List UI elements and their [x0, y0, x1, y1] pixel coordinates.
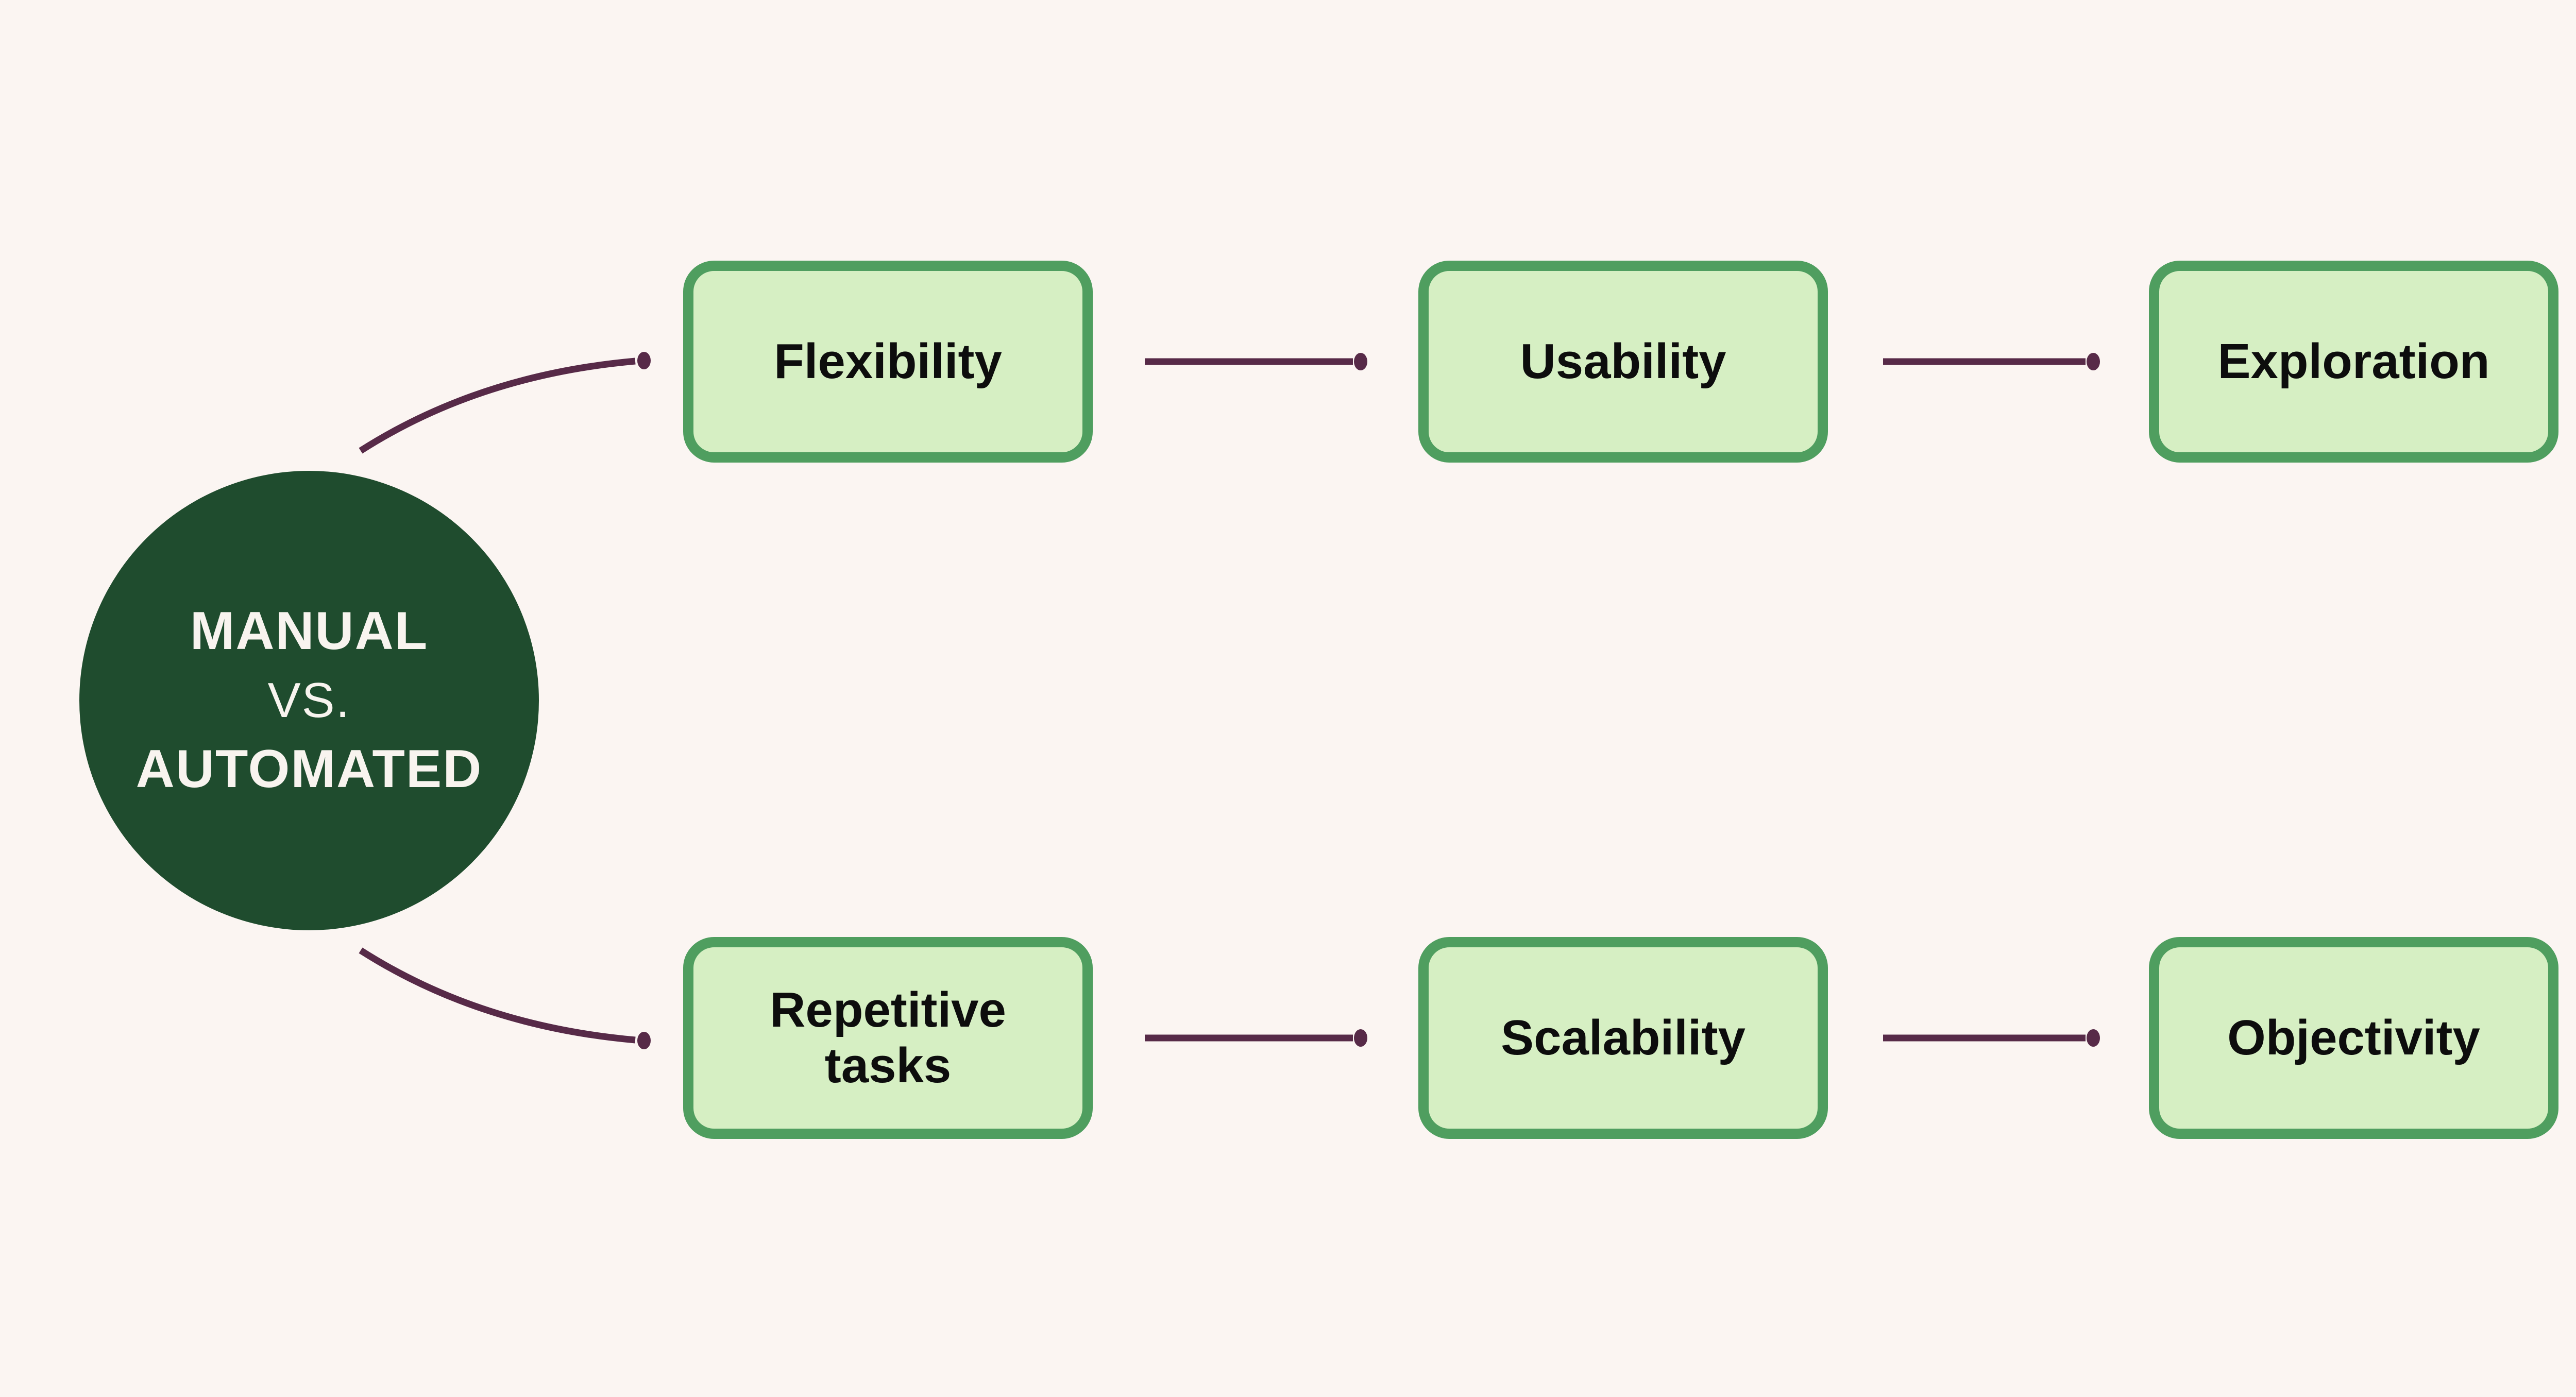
- node-usability-label: Usability: [1520, 334, 1726, 389]
- node-usability: Usability: [1418, 261, 1828, 463]
- node-repetitive-tasks: Repetitive tasks: [683, 937, 1093, 1139]
- central-topic-line-2: VS.: [267, 672, 351, 728]
- node-scalability-label: Scalability: [1501, 1010, 1745, 1066]
- curve-repetitive-endpoint-dot: [637, 1032, 651, 1049]
- node-exploration-label: Exploration: [2217, 334, 2490, 389]
- node-flexibility-label: Flexibility: [774, 334, 1002, 389]
- node-repetitive-tasks-label: Repetitive tasks: [770, 982, 1006, 1093]
- central-topic-text: MANUAL VS. AUTOMATED: [136, 595, 483, 805]
- node-flexibility: Flexibility: [683, 261, 1093, 463]
- curve-to-repetitive-tasks: [359, 947, 636, 1044]
- node-exploration: Exploration: [2149, 261, 2558, 463]
- curve-flexibility-endpoint-dot: [637, 352, 651, 369]
- central-topic-line-1: MANUAL: [190, 601, 429, 661]
- central-topic-node: MANUAL VS. AUTOMATED: [79, 471, 539, 930]
- node-objectivity-label: Objectivity: [2227, 1010, 2480, 1066]
- connector-exploration-endpoint-dot: [2087, 353, 2100, 370]
- node-objectivity: Objectivity: [2149, 937, 2558, 1139]
- connector-scalability-endpoint-dot: [1354, 1029, 1367, 1047]
- curve-to-flexibility: [359, 357, 636, 454]
- connector-objectivity-endpoint-dot: [2087, 1029, 2100, 1047]
- connector-usability-endpoint-dot: [1354, 353, 1367, 370]
- node-scalability: Scalability: [1418, 937, 1828, 1139]
- central-topic-line-3: AUTOMATED: [135, 739, 483, 799]
